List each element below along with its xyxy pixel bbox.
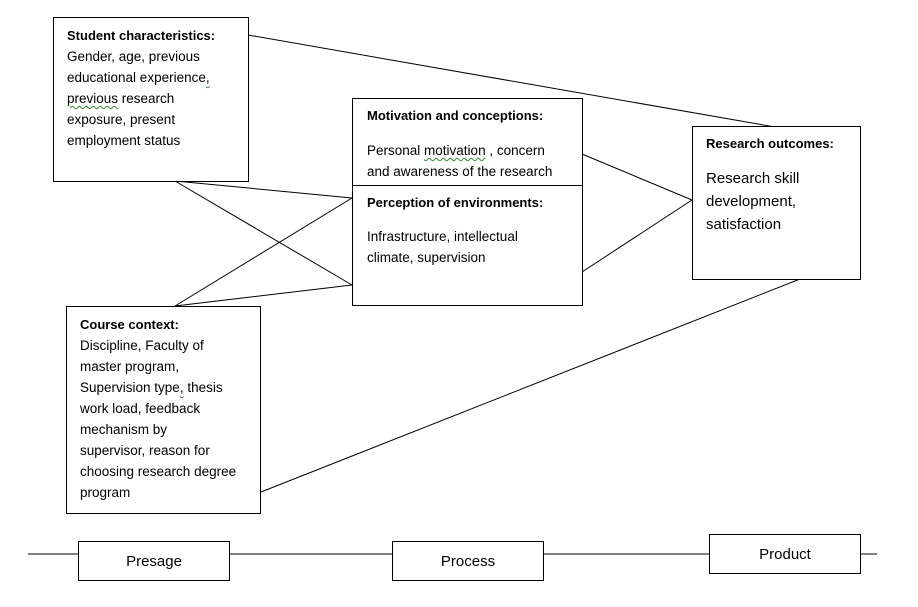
line-student-to-perception-bottom — [174, 180, 353, 286]
spelling-mark: , — [205, 70, 210, 85]
student-characteristics-line: Gender, age, previous — [67, 49, 200, 64]
line-perception-to-outcomes — [581, 199, 693, 273]
course-context-line: Supervision type, thesis — [80, 380, 223, 395]
course-context-line: program — [80, 485, 131, 500]
course-context-line: mechanism by — [80, 422, 168, 437]
stage-presage: Presage — [78, 541, 230, 581]
research-outcomes-title: Research outcomes: — [706, 136, 834, 151]
research-outcomes-box: Research outcomes: Research skill develo… — [692, 126, 861, 280]
research-outcomes-line: satisfaction — [706, 216, 782, 233]
motivation-line: and awareness of the research — [367, 164, 553, 179]
line-course-to-outcomes — [260, 278, 801, 493]
course-context-line: work load, feedback — [80, 401, 201, 416]
spelling-mark: , — [179, 380, 184, 395]
student-characteristics-line: previous research — [67, 91, 175, 106]
line-course-to-perception-top — [174, 197, 353, 307]
research-outcomes-line: Research skill — [706, 170, 800, 187]
line-student-to-perception-top — [174, 180, 353, 199]
motivation-line: Personal motivation , concern — [367, 143, 545, 158]
course-context-line: choosing research degree — [80, 464, 237, 479]
perception-title: Perception of environments: — [367, 195, 544, 210]
research-outcomes-line: development, — [706, 193, 797, 210]
student-characteristics-title: Student characteristics: — [67, 28, 216, 43]
line-motivation-to-outcomes — [581, 153, 693, 201]
perception-line: climate, supervision — [367, 250, 486, 265]
student-characteristics-box: Student characteristics: Gender, age, pr… — [53, 17, 249, 182]
motivation-box: Motivation and conceptions: Personal mot… — [352, 98, 583, 186]
student-characteristics-line: employment status — [67, 133, 181, 148]
course-context-title: Course context: — [80, 317, 179, 332]
stage-process: Process — [392, 541, 544, 581]
stage-product: Product — [709, 534, 861, 574]
student-characteristics-line: educational experience, — [67, 70, 210, 85]
motivation-title: Motivation and conceptions: — [367, 108, 544, 123]
line-course-to-perception-bottom — [174, 284, 353, 307]
course-context-box: Course context: Discipline, Faculty of m… — [66, 306, 261, 514]
course-context-line: Discipline, Faculty of — [80, 338, 204, 353]
perception-box: Perception of environments: Infrastructu… — [352, 185, 583, 306]
course-context-line: master program, — [80, 359, 180, 374]
student-characteristics-line: exposure, present — [67, 112, 176, 127]
course-context-line: supervisor, reason for — [80, 443, 210, 458]
perception-line: Infrastructure, intellectual — [367, 229, 518, 244]
